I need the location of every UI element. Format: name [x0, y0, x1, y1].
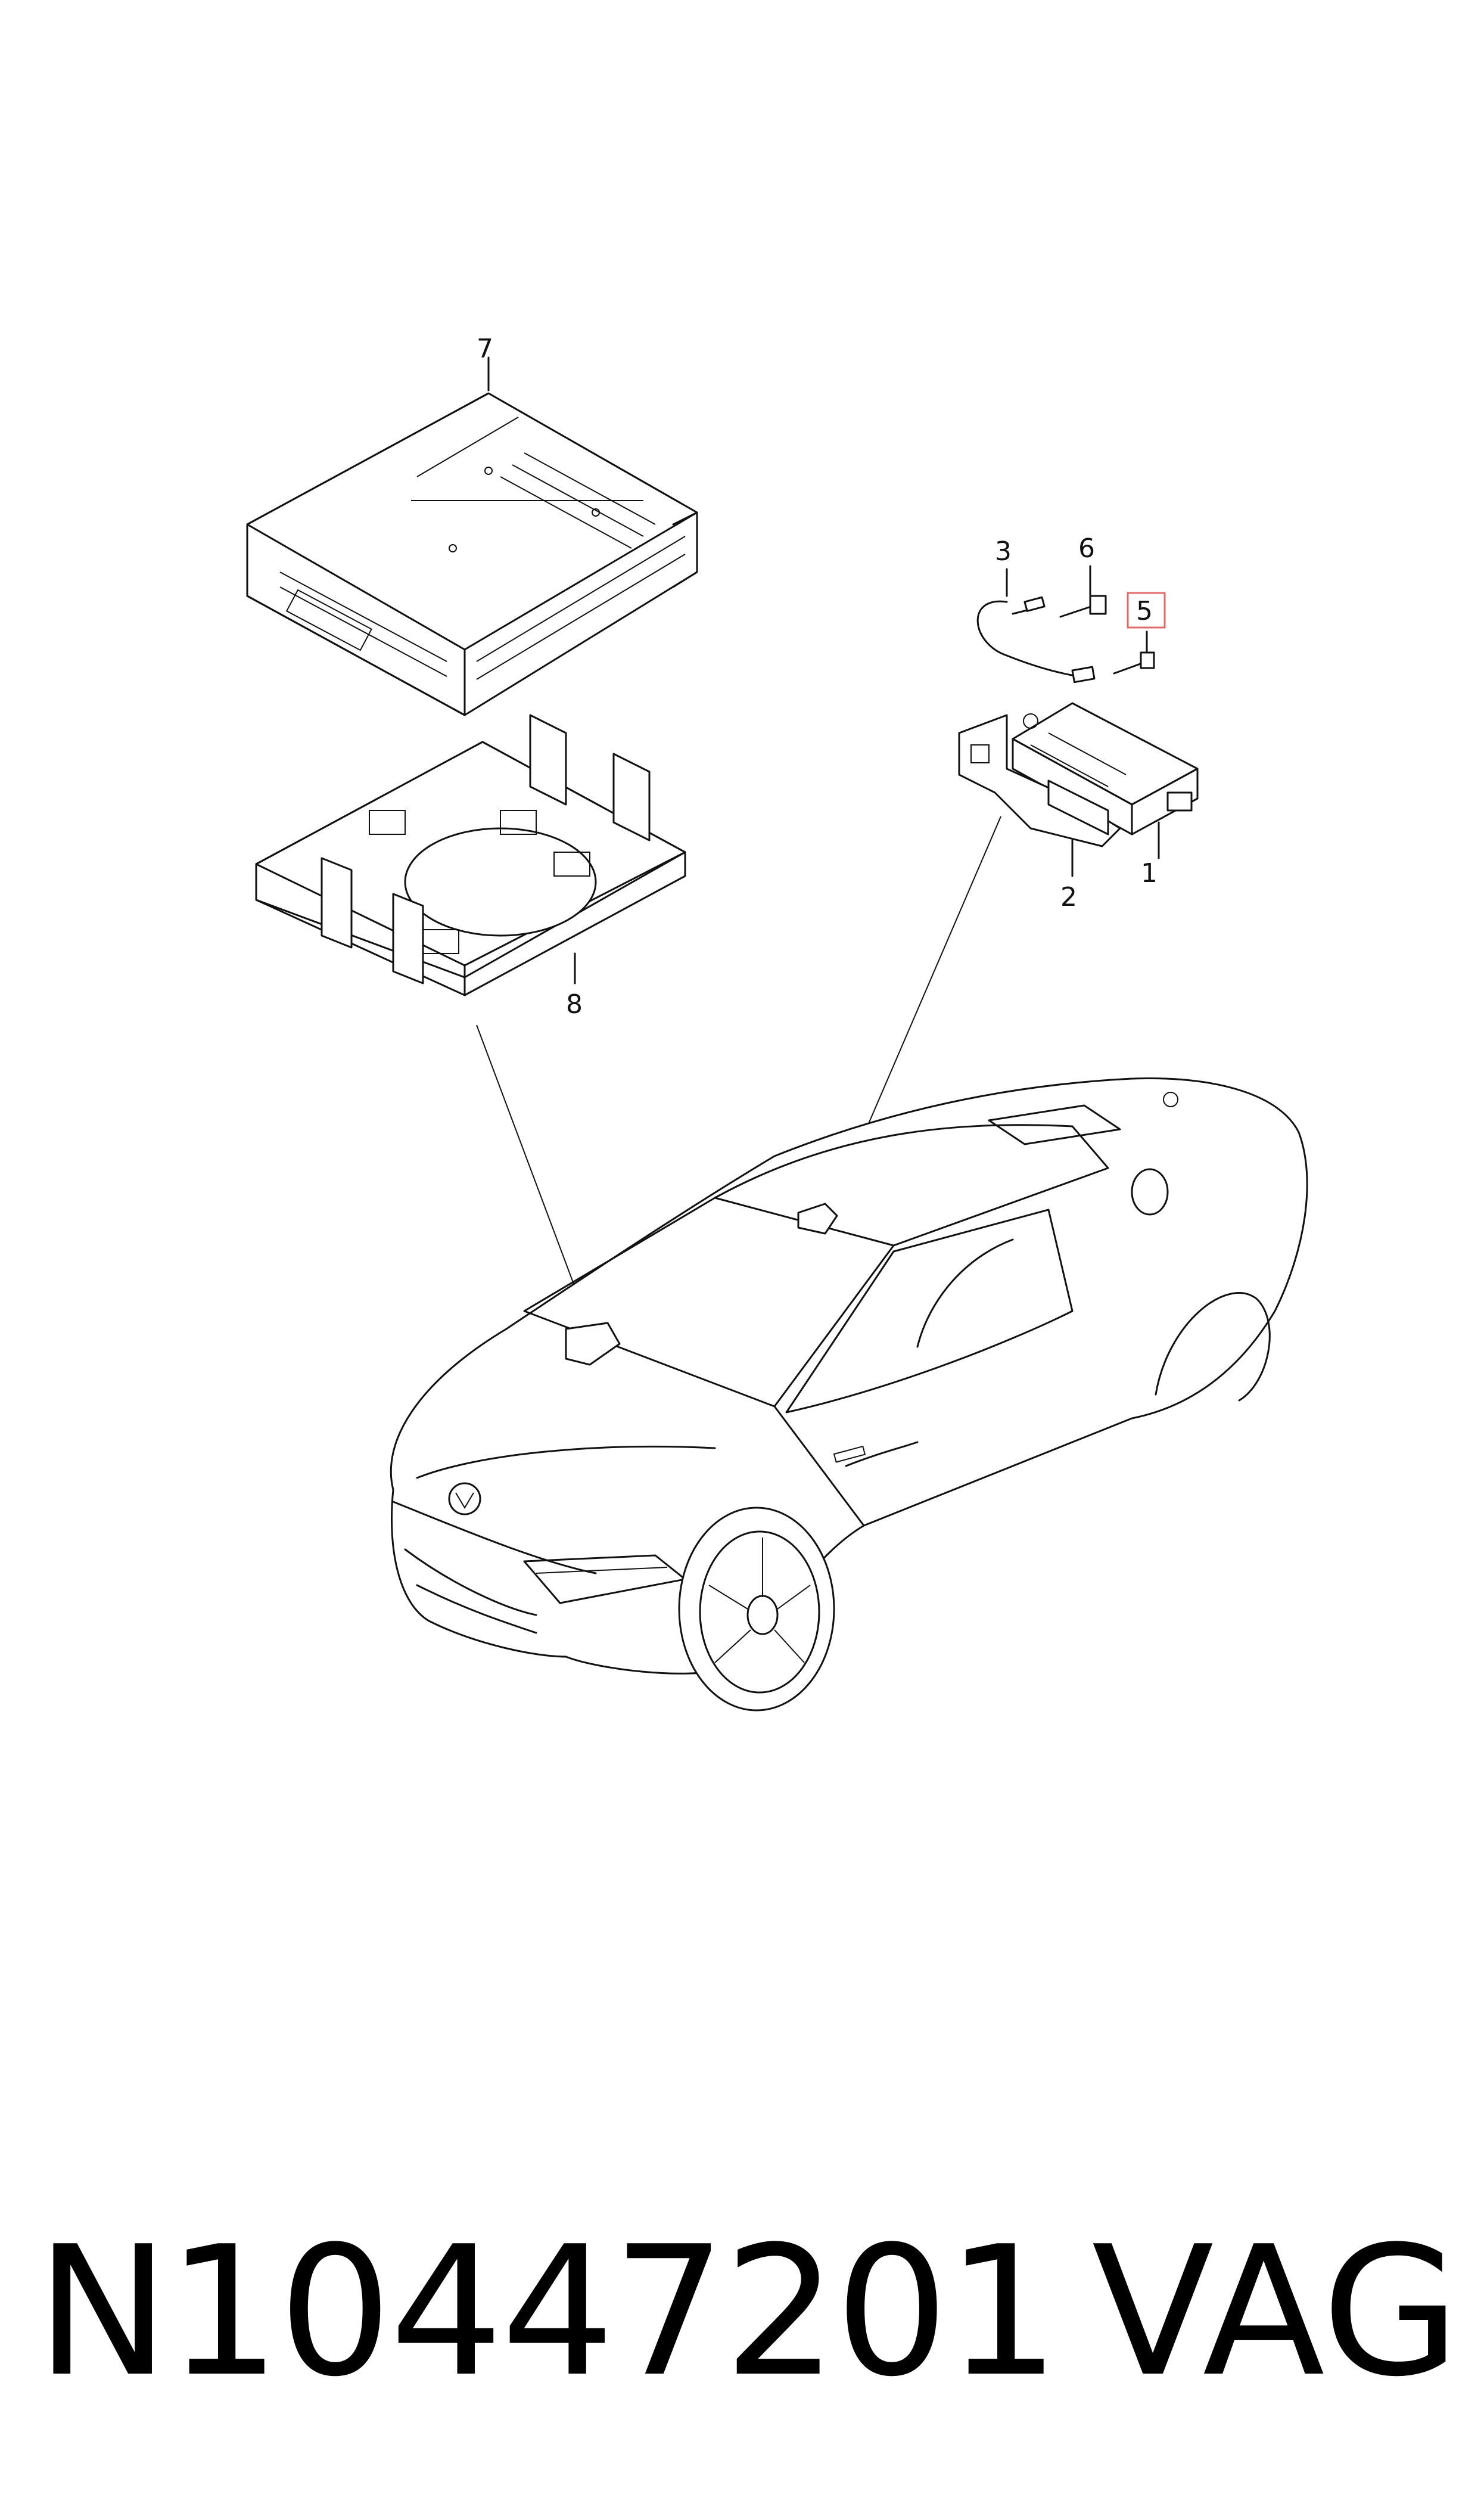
car-illustration	[390, 1077, 1308, 1712]
part-number: N10447201	[36, 2208, 1060, 2416]
brand-label: VAG	[1091, 2208, 1460, 2416]
callout-2: 2	[1060, 882, 1077, 912]
callout-5: 5	[1136, 596, 1153, 626]
leader-line-bracket	[476, 1024, 584, 1312]
bracket-part-2[interactable]	[958, 714, 1121, 877]
mount-location-marker-front	[565, 1322, 621, 1366]
callout-7: 7	[477, 334, 493, 364]
callout-5-highlight-box	[1127, 592, 1166, 629]
screw-part-5[interactable]	[1113, 630, 1155, 675]
parts-diagram: 7 8 1 2	[246, 334, 1308, 1712]
callout-6: 6	[1078, 533, 1095, 564]
screw-part-6[interactable]	[1059, 565, 1107, 618]
mount-location-marker-rear	[797, 1203, 838, 1235]
callout-1: 1	[1141, 858, 1158, 889]
mounting-bracket-part-8[interactable]	[255, 714, 686, 996]
callout-3: 3	[995, 536, 1012, 567]
head-unit-part-7[interactable]	[246, 356, 698, 716]
callout-8: 8	[566, 989, 583, 1020]
cable-part-3[interactable]	[976, 568, 1096, 684]
